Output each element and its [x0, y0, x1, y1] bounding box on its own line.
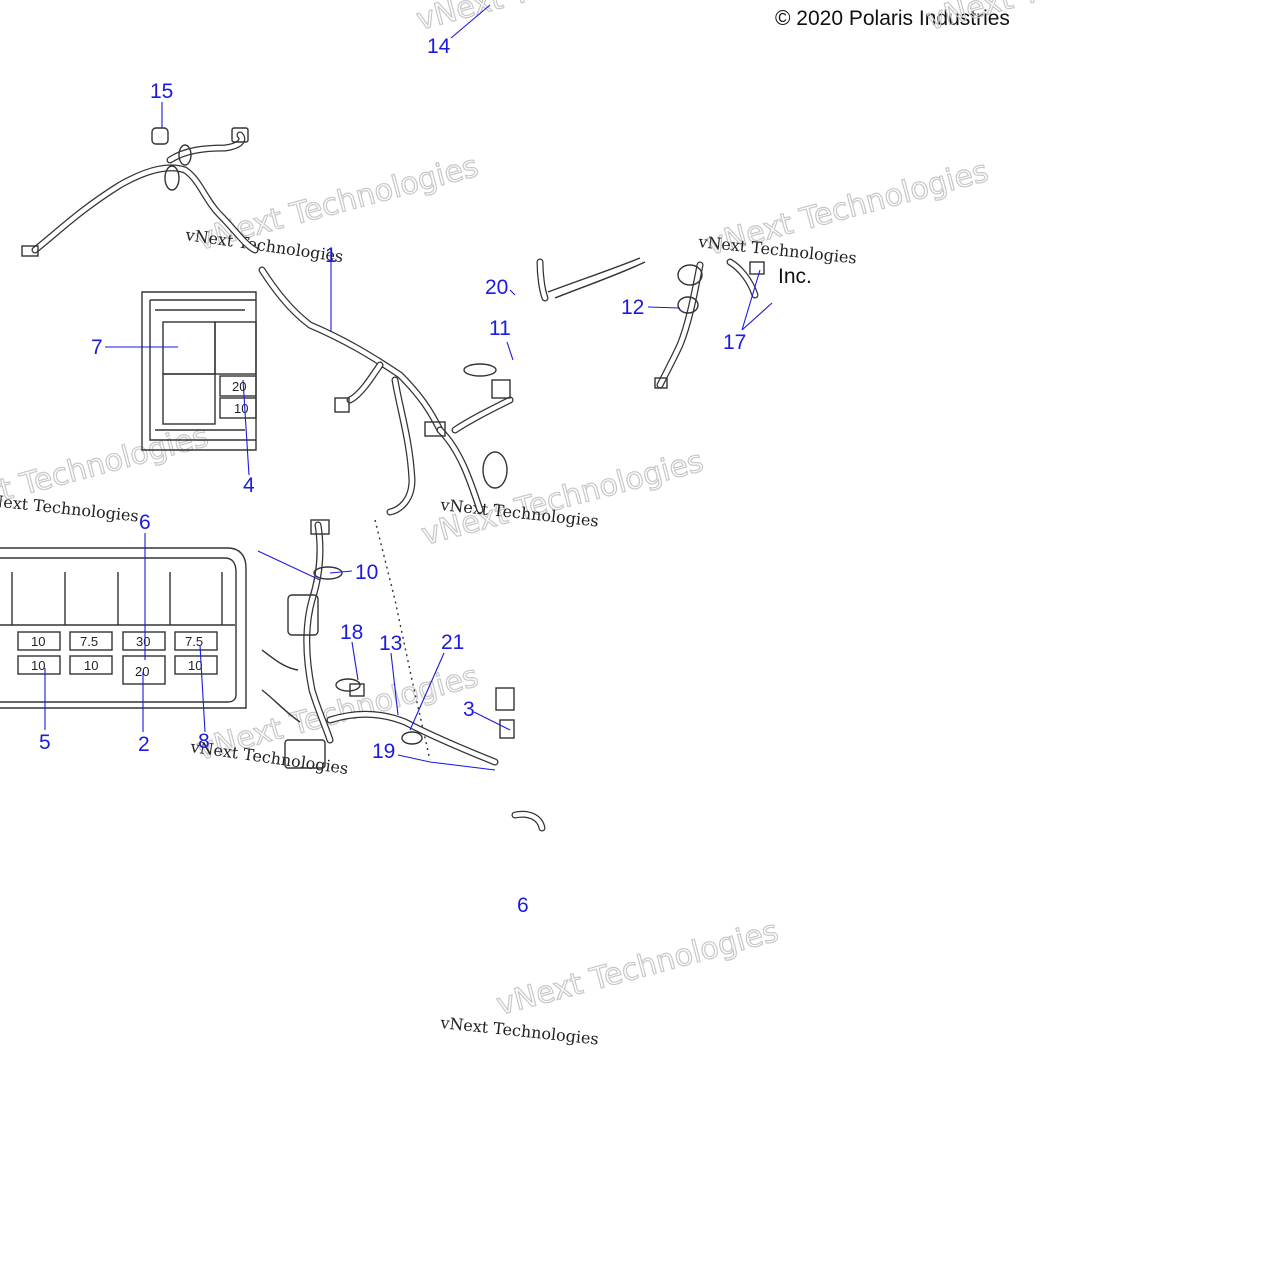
fuse-bottom-3: [174, 655, 218, 675]
callout-18: 18: [340, 621, 363, 644]
copyright-text: © 2020 Polaris Industries: [775, 7, 1010, 30]
fuse-10-small: [219, 397, 257, 419]
fuse-label-bottom-0: 10: [31, 658, 45, 673]
callout-12: 12: [621, 296, 644, 319]
callout-3: 3: [463, 698, 475, 721]
callout-10: 10: [355, 561, 378, 584]
callout-11: 11: [489, 317, 511, 340]
callout-15: 15: [150, 80, 173, 103]
relay-block: [287, 594, 319, 636]
fuse-top-2: [122, 631, 166, 651]
fuse-20-small: [219, 375, 257, 397]
fuse-label-top-3: 7.5: [185, 634, 203, 649]
callout-4: 4: [243, 474, 255, 497]
fuse-top-1: [69, 631, 113, 651]
fuse-label-bottom-3: 10: [188, 658, 202, 673]
callout-5: 5: [39, 731, 51, 754]
fuse-label-bottom-2: 20: [135, 664, 149, 679]
callout-labels: 14 15 20 11 12 17 7 4 1 6 10 18 13 21 3 …: [39, 35, 746, 917]
fuse-label-bottom-1: 10: [84, 658, 98, 673]
fuse-label-top-2: 30: [136, 634, 150, 649]
callout-19: 19: [372, 740, 395, 763]
callout-6-b: 6: [517, 894, 529, 917]
watermark-small-6: vNext Technologies: [439, 1013, 600, 1049]
callout-2: 2: [138, 733, 150, 756]
watermark-big-top: vNext Technologies: [413, 0, 702, 38]
fuse-label-top-0: 10: [31, 634, 45, 649]
harness-tile-right: [536, 257, 765, 389]
fuse-label-small-1: 10: [234, 401, 248, 416]
callout-8: 8: [198, 730, 210, 753]
fuse-box-large: 10 7.5 30 7.5 10 10 20 10: [0, 547, 247, 709]
callout-20: 20: [485, 276, 508, 299]
fuse-top-3: [174, 631, 218, 651]
harness-tile-15: [21, 127, 259, 257]
callout-21: 21: [441, 631, 464, 654]
fuse-bottom-1: [69, 655, 113, 675]
watermark-big-top-right: vNext Technologies: [923, 0, 1212, 38]
callout-7: 7: [91, 336, 103, 359]
callout-17: 17: [723, 331, 746, 354]
callout-13: 13: [379, 632, 402, 655]
harness-tile-lower: [261, 519, 546, 832]
fuse-top-0: [17, 631, 61, 651]
fuse-label-top-1: 7.5: [80, 634, 98, 649]
leader-lines: [44, 4, 773, 771]
watermark-big-bottom: vNext Technologies: [493, 914, 782, 1023]
inc-text: Inc.: [778, 265, 812, 288]
fuse-label-small-0: 20: [232, 379, 246, 394]
ecu-connector: [284, 739, 326, 769]
fuse-bottom-2: [122, 655, 166, 685]
fuse-bottom-0: [17, 655, 61, 675]
callout-14: 14: [427, 35, 451, 58]
harness-tile-center: [258, 266, 514, 516]
connector-15: [151, 127, 169, 145]
callout-6-a: 6: [139, 511, 151, 534]
watermark-small-3: vNext Technologies: [0, 490, 140, 526]
callout-1: 1: [325, 244, 337, 267]
connector-end: [231, 127, 249, 143]
